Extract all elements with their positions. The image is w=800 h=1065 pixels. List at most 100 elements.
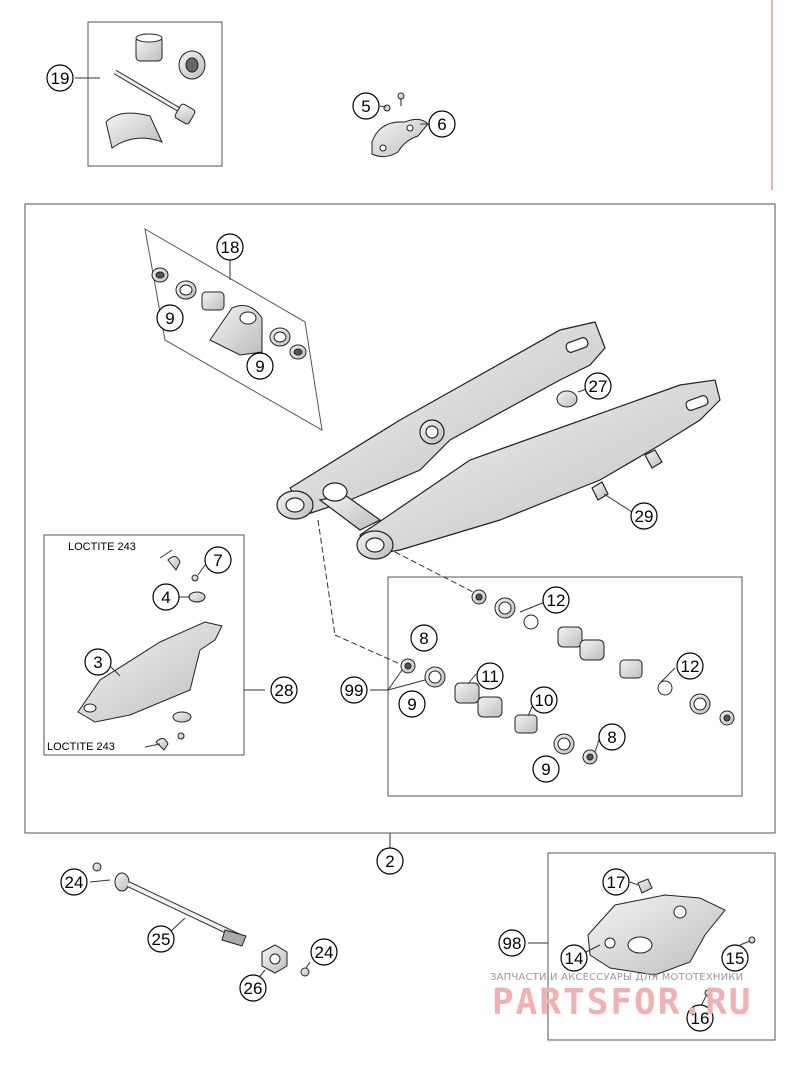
centerlines: [317, 519, 476, 665]
callout-circle: [84, 648, 112, 676]
leaders-98: [528, 881, 751, 1009]
callout-5: 5: [352, 92, 380, 120]
callout-circle: [46, 64, 74, 92]
callout-number: 9: [255, 357, 264, 376]
loctite-label-top: LOCTITE 243: [68, 541, 136, 553]
callout-number: 15: [726, 949, 745, 968]
callout-number: 12: [547, 591, 566, 610]
callout-circle: [498, 929, 526, 957]
callout-number: 5: [361, 97, 370, 116]
part-group-18: [151, 267, 307, 360]
callout-11: 11: [476, 662, 504, 690]
callout-3: 3: [84, 648, 112, 676]
callout-circle: [676, 652, 704, 680]
callout-number: 7: [213, 551, 222, 570]
callout-number: 6: [437, 115, 446, 134]
callout-circle: [340, 676, 368, 704]
callout-4: 4: [152, 583, 180, 611]
callout-circle: [532, 755, 560, 783]
callout-number: 9: [407, 695, 416, 714]
callout-circle: [239, 974, 267, 1002]
callout-number: 11: [481, 667, 499, 686]
callout-6: 6: [428, 110, 456, 138]
watermark-brand: PARTSFOR.RU: [492, 982, 753, 1023]
callout-circle: [152, 583, 180, 611]
box-main-2: [24, 203, 776, 834]
callout-9: 9: [156, 304, 184, 332]
callout-99: 99: [340, 676, 368, 704]
callout-circle: [560, 944, 588, 972]
callout-number: 19: [51, 69, 70, 88]
box-kit-98: [547, 852, 776, 1041]
callout-number: 99: [345, 681, 364, 700]
callout-number: 8: [607, 728, 616, 747]
callout-circle: [398, 690, 426, 718]
callout-17: 17: [602, 868, 630, 896]
callout-number: 25: [152, 930, 171, 949]
callout-circle: [310, 938, 338, 966]
callout-number: 2: [385, 852, 394, 871]
part-group-19: [105, 33, 206, 149]
callout-circle: [602, 868, 630, 896]
callout-circle: [60, 868, 88, 896]
part-group-98: [587, 878, 756, 997]
callout-circle: [216, 233, 244, 261]
callout-number: 24: [65, 873, 84, 892]
callout-18: 18: [216, 233, 244, 261]
callout-circle: [352, 92, 380, 120]
callout-circle: [410, 624, 438, 652]
callout-circle: [530, 686, 558, 714]
loctite-label-bottom: LOCTITE 243: [47, 741, 115, 753]
callout-9: 9: [246, 352, 274, 380]
callout-98: 98: [498, 929, 526, 957]
callout-2: 2: [376, 847, 404, 875]
callout-number: 14: [565, 949, 584, 968]
box-kit-28: [43, 534, 245, 756]
callout-12: 12: [542, 586, 570, 614]
callout-24: 24: [310, 938, 338, 966]
callout-circle: [630, 502, 658, 530]
callout-number: 8: [419, 629, 428, 648]
callout-circle: [686, 1004, 714, 1032]
callout-circle: [598, 723, 626, 751]
callout-number: 12: [681, 657, 700, 676]
callout-number: 18: [221, 238, 240, 257]
callout-14: 14: [560, 944, 588, 972]
frame-boxes: [24, 21, 776, 1041]
callout-10: 10: [530, 686, 558, 714]
callout-circle: [270, 676, 298, 704]
callout-15: 15: [721, 944, 749, 972]
callout-circle: [156, 304, 184, 332]
watermark-subtitle: ЗАПЧАСТИ И АКСЕССУАРЫ ДЛЯ МОТОТЕХНИКИ: [490, 972, 744, 983]
callout-number: 16: [691, 1009, 710, 1028]
callout-16: 16: [686, 1004, 714, 1032]
callout-number: 10: [535, 691, 554, 710]
chain-guide-clip: [371, 118, 429, 158]
part-group-axle: [92, 862, 310, 977]
box-kit-18: [144, 228, 323, 431]
callout-number: 17: [607, 873, 626, 892]
callout-19: 19: [46, 64, 74, 92]
callout-26: 26: [239, 974, 267, 1002]
callout-circle: [246, 352, 274, 380]
callout-29: 29: [630, 502, 658, 530]
callout-8: 8: [410, 624, 438, 652]
chain-slider-ring: [556, 390, 578, 408]
part-group-28: [77, 556, 223, 751]
part-group-5-6: [371, 92, 429, 158]
callout-circle: [376, 847, 404, 875]
callout-25: 25: [147, 925, 175, 953]
box-kit-19: [87, 21, 223, 167]
chain-slider: [77, 621, 223, 723]
box-kit-99: [387, 576, 743, 797]
callout-number: 3: [93, 653, 102, 672]
chain-guide: [587, 894, 726, 976]
callout-number: 9: [541, 760, 550, 779]
callout-number: 26: [244, 979, 263, 998]
callout-12: 12: [676, 652, 704, 680]
callout-number: 27: [589, 377, 608, 396]
callout-number: 24: [315, 943, 334, 962]
callout-circle: [721, 944, 749, 972]
